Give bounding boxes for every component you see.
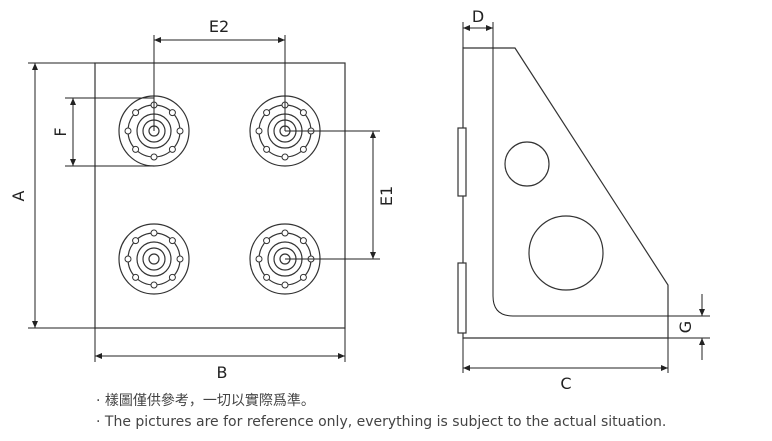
side-hole-large [528, 215, 604, 291]
dimension-e2: E2 [153, 17, 286, 131]
dimension-d: D [462, 7, 494, 48]
dimension-c: C [462, 338, 669, 393]
dimension-label-g: G [676, 321, 695, 333]
dimension-label-e2: E2 [209, 17, 229, 36]
side-clamp-upper [457, 127, 467, 197]
bracket-side-view [457, 47, 669, 339]
note-english: · The pictures are for reference only, e… [96, 414, 667, 430]
side-hole-small [504, 141, 550, 187]
dimension-b: B [94, 328, 346, 382]
dimension-label-c: C [560, 374, 571, 393]
dimension-label-d: D [472, 7, 484, 26]
dimension-g: G [668, 294, 710, 360]
dimension-label-a: A [9, 190, 28, 201]
flange-connector-bottom-left [118, 223, 190, 295]
side-clamp-lower [457, 262, 467, 334]
note-chinese: · 樣圖僅供參考，一切以實際爲準。 [96, 393, 315, 409]
dimension-f: F [51, 97, 154, 167]
dimension-a: A [9, 62, 95, 329]
dimension-label-f: F [51, 127, 70, 136]
dimension-e1: E1 [285, 130, 396, 260]
dimension-label-e1: E1 [377, 186, 396, 206]
dimension-label-b: B [217, 363, 228, 382]
